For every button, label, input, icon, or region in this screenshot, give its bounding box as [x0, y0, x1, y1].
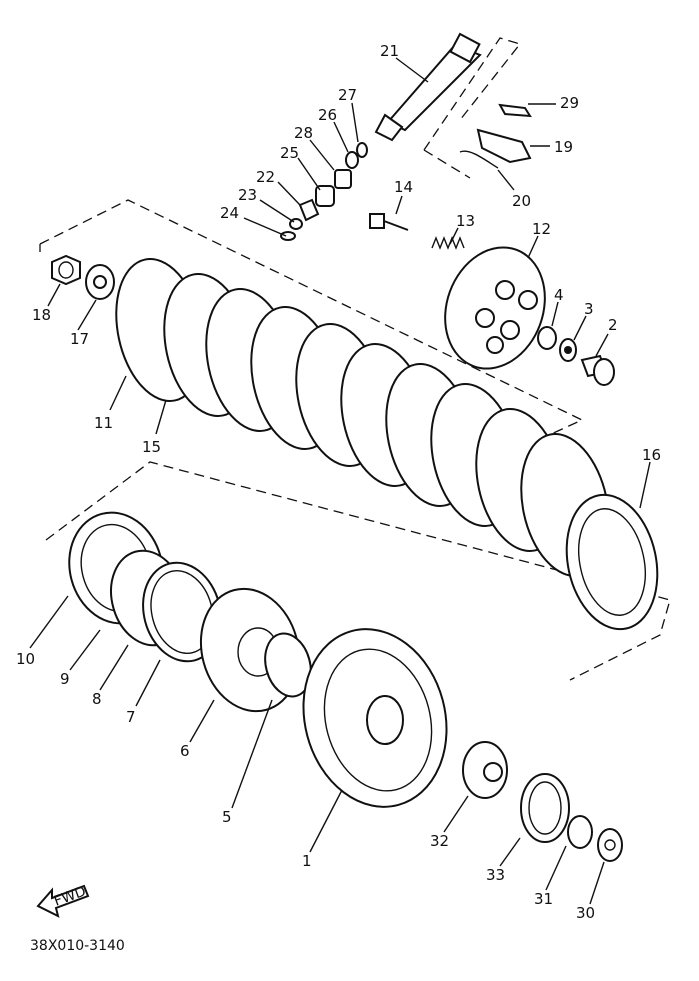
label-30: 30	[576, 904, 595, 922]
callout-labels: 21 27 26 28 25 22 23 24 29 19 20 14 13 1…	[16, 42, 661, 922]
label-3: 3	[584, 300, 594, 318]
label-28: 28	[294, 124, 313, 142]
pushrod-group-outline	[423, 37, 522, 179]
bolt-and-spring	[369, 213, 465, 250]
nut-and-lockwasher	[51, 254, 115, 300]
label-29: 29	[560, 94, 579, 112]
label-10: 10	[16, 650, 35, 668]
label-13: 13	[456, 212, 475, 230]
push-rod	[374, 32, 482, 142]
label-25: 25	[280, 144, 299, 162]
label-33: 33	[486, 866, 505, 884]
label-7: 7	[126, 708, 136, 726]
pressure-plate	[444, 246, 546, 370]
pushrod-small-parts	[280, 142, 368, 241]
label-11: 11	[94, 414, 113, 432]
clutch-plate-stack	[115, 258, 659, 631]
leader-lines	[29, 57, 651, 905]
clutch-boss	[199, 587, 312, 713]
label-16: 16	[642, 446, 661, 464]
label-26: 26	[318, 106, 337, 124]
label-9: 9	[60, 670, 70, 688]
label-18: 18	[32, 306, 51, 324]
label-8: 8	[92, 690, 102, 708]
label-4: 4	[554, 286, 564, 304]
bearing-parts	[462, 741, 623, 862]
label-24: 24	[220, 204, 239, 222]
label-32: 32	[430, 832, 449, 850]
release-lever-parts	[459, 103, 532, 169]
label-31: 31	[534, 890, 553, 908]
forward-direction-arrow: FWD	[36, 884, 90, 918]
label-2: 2	[608, 316, 618, 334]
label-20: 20	[512, 192, 531, 210]
label-27: 27	[338, 86, 357, 104]
label-21: 21	[380, 42, 399, 60]
label-22: 22	[256, 168, 275, 186]
label-12: 12	[532, 220, 551, 238]
primary-driven-gear	[302, 628, 448, 808]
fwd-label: FWD	[52, 884, 88, 910]
washer-bearing-pushpiece	[537, 326, 615, 386]
label-19: 19	[554, 138, 573, 156]
clutch-boss-rings	[68, 511, 222, 663]
label-6: 6	[180, 742, 190, 760]
label-5: 5	[222, 808, 232, 826]
label-23: 23	[238, 186, 257, 204]
plate-group-outline	[39, 199, 671, 681]
label-17: 17	[70, 330, 89, 348]
reference-code: 38X010-3140	[30, 938, 125, 954]
label-14: 14	[394, 178, 413, 196]
label-1: 1	[302, 852, 312, 870]
label-15: 15	[142, 438, 161, 456]
